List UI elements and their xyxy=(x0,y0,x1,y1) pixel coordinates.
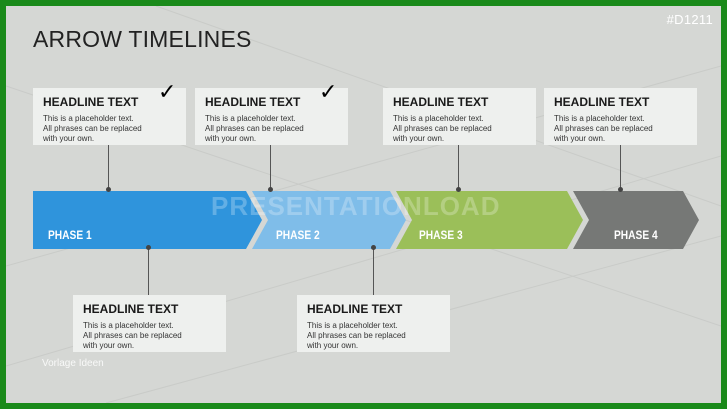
checkmark-icon: ✓ xyxy=(319,80,338,105)
checkmark-icon: ✓ xyxy=(158,80,177,105)
headline-card-1[interactable]: HEADLINE TEXT This is a placeholder text… xyxy=(33,88,186,145)
headline-card-6[interactable]: HEADLINE TEXT This is a placeholder text… xyxy=(297,295,450,352)
phase-3-arrow xyxy=(396,191,583,249)
connector-line xyxy=(620,145,621,191)
connector-dot xyxy=(618,187,623,192)
phase-1-arrow xyxy=(33,191,262,249)
connector-line xyxy=(108,145,109,191)
card-body: This is a placeholder text. All phrases … xyxy=(43,114,142,143)
connector-line xyxy=(270,145,271,191)
card-body: This is a placeholder text. All phrases … xyxy=(205,114,304,143)
connector-line xyxy=(148,249,149,295)
connector-line xyxy=(458,145,459,191)
phase-4-arrow xyxy=(573,191,699,249)
connector-dot xyxy=(268,187,273,192)
card-body: This is a placeholder text. All phrases … xyxy=(554,114,653,143)
headline-card-2[interactable]: HEADLINE TEXT This is a placeholder text… xyxy=(195,88,348,145)
card-headline: HEADLINE TEXT xyxy=(554,95,650,109)
watermark: PRESENTATIONLOAD xyxy=(211,191,501,221)
slide: #D1211 ARROW TIMELINES PRESENTATIONLOAD … xyxy=(6,6,721,403)
card-body: This is a placeholder text. All phrases … xyxy=(83,321,182,350)
page-title: ARROW TIMELINES xyxy=(33,26,252,52)
phase-2-arrow xyxy=(252,191,406,249)
card-headline: HEADLINE TEXT xyxy=(393,95,489,109)
card-headline: HEADLINE TEXT xyxy=(205,95,301,109)
timeline-arrows xyxy=(33,191,699,249)
card-headline: HEADLINE TEXT xyxy=(307,302,403,316)
connector-dot xyxy=(146,245,151,250)
phase-2-label: PHASE 2 xyxy=(276,228,320,242)
card-body: This is a placeholder text. All phrases … xyxy=(307,321,406,350)
connector-line xyxy=(373,249,374,295)
headline-card-3[interactable]: HEADLINE TEXT This is a placeholder text… xyxy=(383,88,536,145)
headline-card-4[interactable]: HEADLINE TEXT This is a placeholder text… xyxy=(544,88,697,145)
phase-1-label: PHASE 1 xyxy=(48,228,92,242)
footer-text: Vorlage Ideen xyxy=(42,358,104,369)
headline-card-5[interactable]: HEADLINE TEXT This is a placeholder text… xyxy=(73,295,226,352)
card-body: This is a placeholder text. All phrases … xyxy=(393,114,492,143)
phase-3-label: PHASE 3 xyxy=(419,228,463,242)
card-headline: HEADLINE TEXT xyxy=(43,95,139,109)
phase-4-label: PHASE 4 xyxy=(614,228,658,242)
card-headline: HEADLINE TEXT xyxy=(83,302,179,316)
connector-dot xyxy=(371,245,376,250)
connector-dot xyxy=(106,187,111,192)
connector-dot xyxy=(456,187,461,192)
slide-code: #D1211 xyxy=(666,12,713,27)
